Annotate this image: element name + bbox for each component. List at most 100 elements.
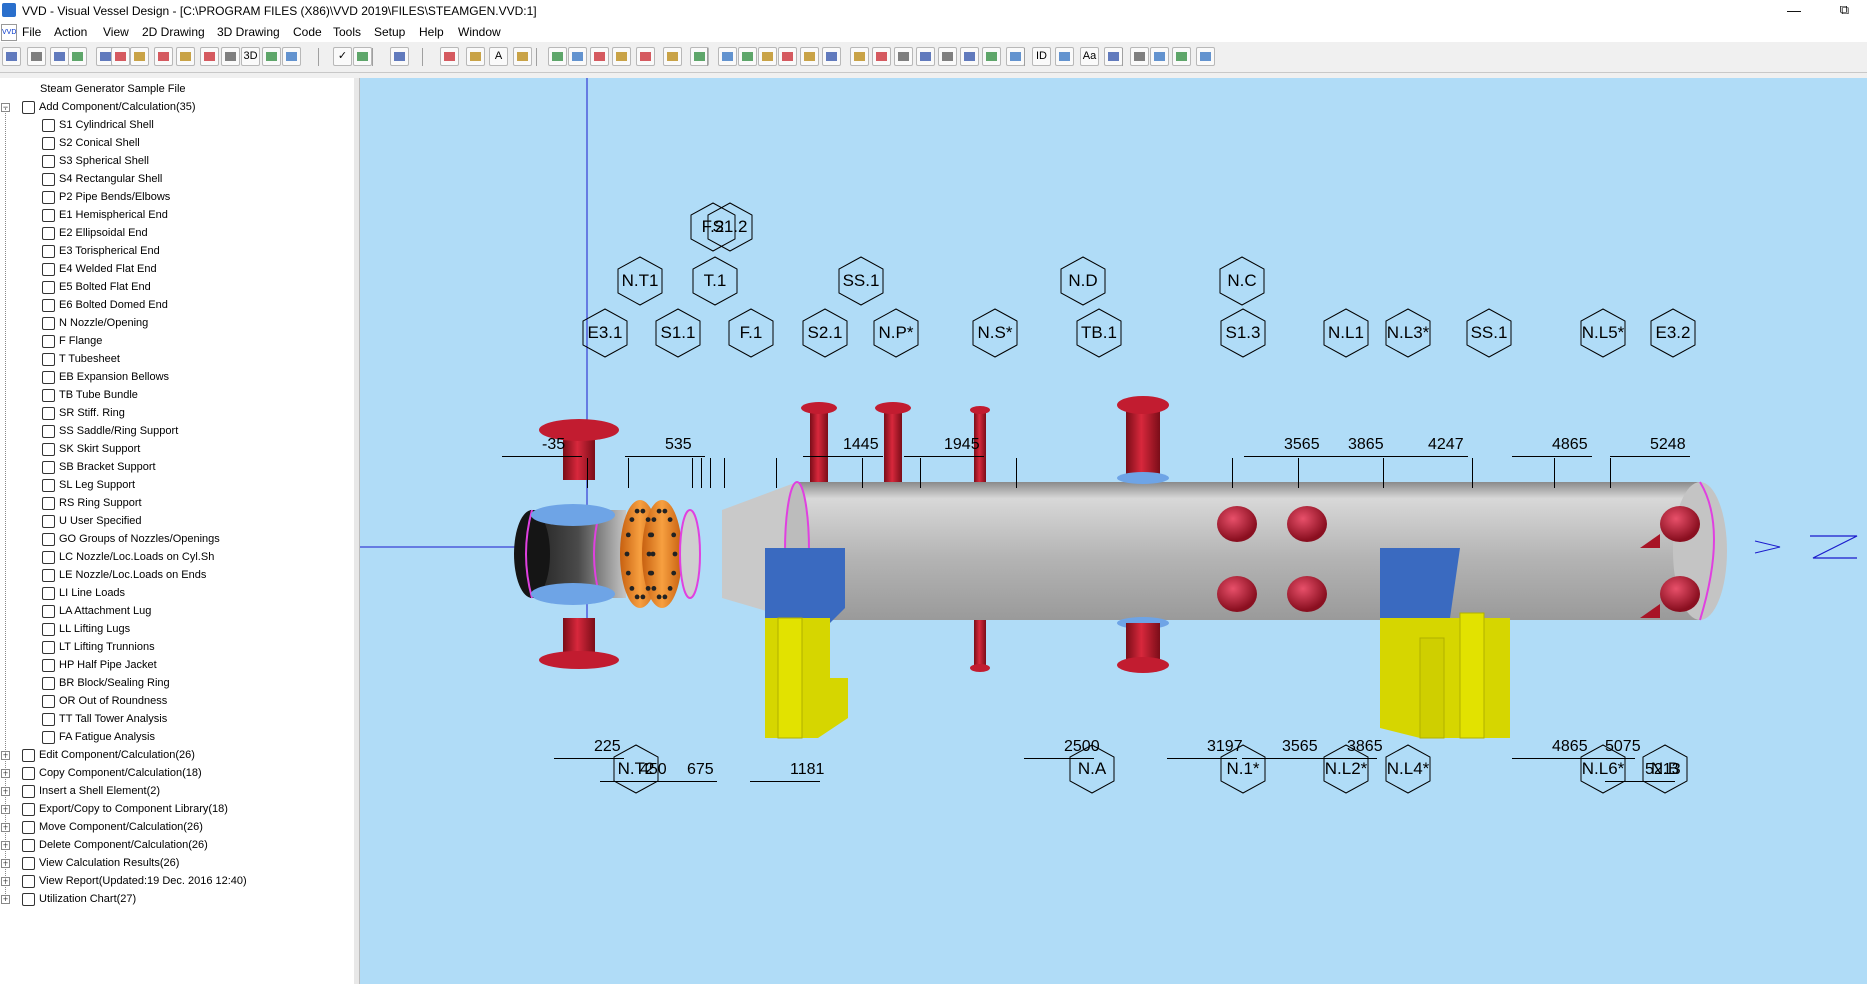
tree-item[interactable]: E5 Bolted Flat End: [42, 278, 151, 296]
help-button[interactable]: [466, 47, 485, 66]
component-tag[interactable]: N.D: [1060, 256, 1106, 306]
zoom-fit-button[interactable]: [513, 47, 532, 66]
menu-code[interactable]: Code: [293, 25, 322, 39]
view-3d-button[interactable]: 3D: [241, 47, 260, 66]
print-button[interactable]: [440, 47, 459, 66]
component-tag[interactable]: N.L5*: [1580, 308, 1626, 358]
id-button[interactable]: ID: [1032, 47, 1051, 66]
document-icon[interactable]: VVD: [1, 24, 17, 41]
calculate-button[interactable]: [390, 47, 409, 66]
lights-button[interactable]: [982, 47, 1001, 66]
save-button[interactable]: [1130, 47, 1149, 66]
zoom-x-button[interactable]: [636, 47, 655, 66]
component-tag[interactable]: N.L3*: [1385, 308, 1431, 358]
pan-button[interactable]: [262, 47, 281, 66]
tree-item[interactable]: E1 Hemispherical End: [42, 206, 168, 224]
menu-2d-drawing[interactable]: 2D Drawing: [142, 25, 205, 39]
zoom-xy-button[interactable]: [663, 47, 682, 66]
menu-window[interactable]: Window: [458, 25, 501, 39]
component-tag[interactable]: N.L6*: [1580, 744, 1626, 794]
component-tag[interactable]: N.L2*: [1323, 744, 1369, 794]
component-tag[interactable]: TB.1: [1076, 308, 1122, 358]
tree-item[interactable]: U User Specified: [42, 512, 142, 530]
shaded-view-button[interactable]: [894, 47, 913, 66]
component-tag[interactable]: SS.1: [838, 256, 884, 306]
tree-group[interactable]: +Export/Copy to Component Library(18): [1, 800, 228, 818]
tree-item[interactable]: TT Tall Tower Analysis: [42, 710, 167, 728]
wire-view-button[interactable]: [872, 47, 891, 66]
dimension-button[interactable]: [1055, 47, 1074, 66]
tree-item[interactable]: SK Skirt Support: [42, 440, 140, 458]
zoom-window-button[interactable]: [612, 47, 631, 66]
component-list-button[interactable]: [154, 47, 173, 66]
tree-root[interactable]: Steam Generator Sample File: [40, 80, 186, 98]
check-button[interactable]: ✓: [333, 47, 352, 66]
vessel-3d-model[interactable]: [360, 78, 1867, 984]
component-tag[interactable]: S2.1: [802, 308, 848, 358]
report-button[interactable]: [282, 47, 301, 66]
print-preview-button[interactable]: [200, 47, 219, 66]
tree-group[interactable]: +Utilization Chart(27): [1, 890, 136, 908]
component-tag[interactable]: S1.3: [1220, 308, 1266, 358]
view-iso-button[interactable]: [822, 47, 841, 66]
color-button[interactable]: [1104, 47, 1123, 66]
tree-group[interactable]: +Insert a Shell Element(2): [1, 782, 160, 800]
tree-item[interactable]: E2 Ellipsoidal End: [42, 224, 148, 242]
settings-button[interactable]: [1150, 47, 1169, 66]
tree-item[interactable]: LT Lifting Trunnions: [42, 638, 155, 656]
tree-item[interactable]: T Tubesheet: [42, 350, 120, 368]
tree-item[interactable]: E6 Bolted Domed End: [42, 296, 168, 314]
tree-item[interactable]: EB Expansion Bellows: [42, 368, 169, 386]
new-file-button[interactable]: [2, 47, 21, 66]
component-tag[interactable]: N.T1: [617, 256, 663, 306]
tree-group[interactable]: +View Calculation Results(26): [1, 854, 179, 872]
tree-item[interactable]: E3 Torispherical End: [42, 242, 160, 260]
component-tag[interactable]: N.S*: [972, 308, 1018, 358]
tree-item[interactable]: OR Out of Roundness: [42, 692, 167, 710]
component-tag[interactable]: F.1: [728, 308, 774, 358]
tree-item[interactable]: FA Fatigue Analysis: [42, 728, 155, 746]
tree-group[interactable]: +Delete Component/Calculation(26): [1, 836, 208, 854]
view-bottom-button[interactable]: [800, 47, 819, 66]
component-tag[interactable]: N.1*: [1220, 744, 1266, 794]
hidden-view-button[interactable]: [916, 47, 935, 66]
tree-item[interactable]: S4 Rectangular Shell: [42, 170, 162, 188]
hand-pan-button[interactable]: [548, 47, 567, 66]
component-tag[interactable]: N.T2: [613, 744, 659, 794]
tree-group[interactable]: +Move Component/Calculation(26): [1, 818, 203, 836]
minimize-button[interactable]: —: [1787, 2, 1801, 18]
component-tag[interactable]: SS.1: [1466, 308, 1512, 358]
explode-button[interactable]: [960, 47, 979, 66]
tree-item[interactable]: LA Attachment Lug: [42, 602, 151, 620]
component-tag[interactable]: N.L4*: [1385, 744, 1431, 794]
perspective-button[interactable]: [938, 47, 957, 66]
table-button[interactable]: [221, 47, 240, 66]
view-back-button[interactable]: [778, 47, 797, 66]
component-tag[interactable]: N.A: [1069, 744, 1115, 794]
tree-group-add-component[interactable]: −Add Component/Calculation(35): [1, 98, 196, 116]
zoom-button[interactable]: [590, 47, 609, 66]
tree-item[interactable]: TB Tube Bundle: [42, 386, 138, 404]
zoom-xz-button[interactable]: [690, 47, 709, 66]
menu-setup[interactable]: Setup: [374, 25, 406, 39]
form-button[interactable]: [176, 47, 195, 66]
component-tag[interactable]: T.1: [692, 256, 738, 306]
view-front-button[interactable]: [718, 47, 737, 66]
component-tag[interactable]: E3.1: [582, 308, 628, 358]
export-view-button[interactable]: [1172, 47, 1191, 66]
tree-item[interactable]: SS Saddle/Ring Support: [42, 422, 178, 440]
tree-group[interactable]: +Copy Component/Calculation(18): [1, 764, 202, 782]
tree-item[interactable]: LI Line Loads: [42, 584, 125, 602]
menu-file[interactable]: File: [22, 25, 42, 39]
tree-item[interactable]: RS Ring Support: [42, 494, 142, 512]
tree-item[interactable]: P2 Pipe Bends/Elbows: [42, 188, 170, 206]
menu-action[interactable]: Action: [54, 25, 88, 39]
pane-splitter[interactable]: [354, 78, 360, 984]
view-top-button[interactable]: [738, 47, 757, 66]
tree-item[interactable]: GO Groups of Nozzles/Openings: [42, 530, 220, 548]
menu-help[interactable]: Help: [419, 25, 444, 39]
tree-item[interactable]: BR Block/Sealing Ring: [42, 674, 170, 692]
tree-item[interactable]: S1 Cylindrical Shell: [42, 116, 154, 134]
component-tag[interactable]: S1.1: [655, 308, 701, 358]
